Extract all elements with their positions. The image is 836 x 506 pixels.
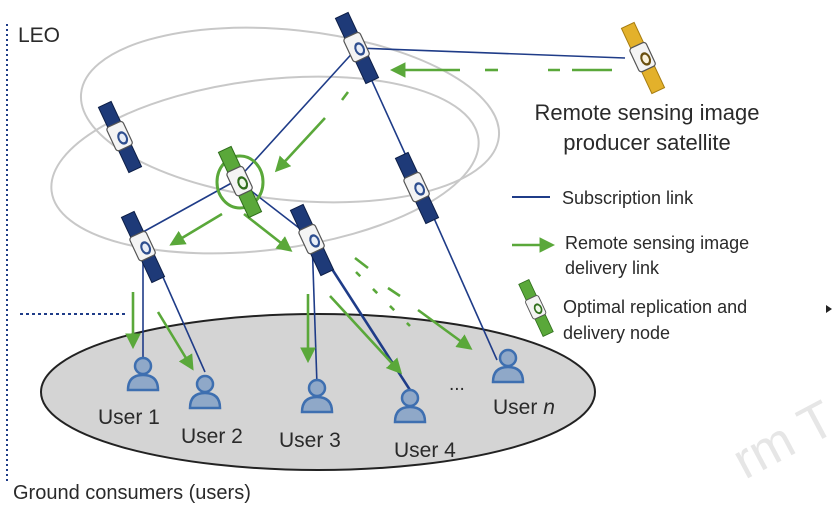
producer-label-line2: producer satellite: [563, 130, 731, 155]
legend-delivery-label-line1: Remote sensing image: [565, 233, 749, 253]
legend-node-label-line1: Optimal replication and: [563, 297, 747, 317]
producer-satellite: [620, 21, 666, 95]
satellite-right: [394, 151, 440, 225]
legend-subscription-label: Subscription link: [562, 188, 694, 208]
satellite-left: [97, 100, 143, 174]
orbit-2: [50, 75, 480, 255]
leo-label: LEO: [18, 24, 60, 47]
legend-delivery-label-line2: delivery link: [565, 258, 660, 278]
replication-node-satellite: [215, 145, 265, 219]
user-n-label: User n: [493, 396, 555, 419]
producer-label-line1: Remote sensing image: [534, 100, 759, 125]
legend: Subscription link Remote sensing image d…: [512, 188, 749, 343]
user-3-label: User 3: [279, 429, 341, 452]
user-2-label: User 2: [181, 425, 243, 448]
orbit-1: [79, 26, 501, 204]
ground-consumers-label: Ground consumers (users): [13, 482, 251, 504]
delivery-links: [125, 62, 612, 375]
legend-node-label-line2: delivery node: [563, 323, 670, 343]
right-edge-marker: [826, 305, 832, 313]
legend-node-icon: [518, 279, 554, 337]
user-1-label: User 1: [98, 406, 160, 429]
users-ellipsis: ...: [449, 374, 465, 395]
watermark-text: rm T: [723, 390, 836, 491]
user-4-label: User 4: [394, 439, 456, 462]
